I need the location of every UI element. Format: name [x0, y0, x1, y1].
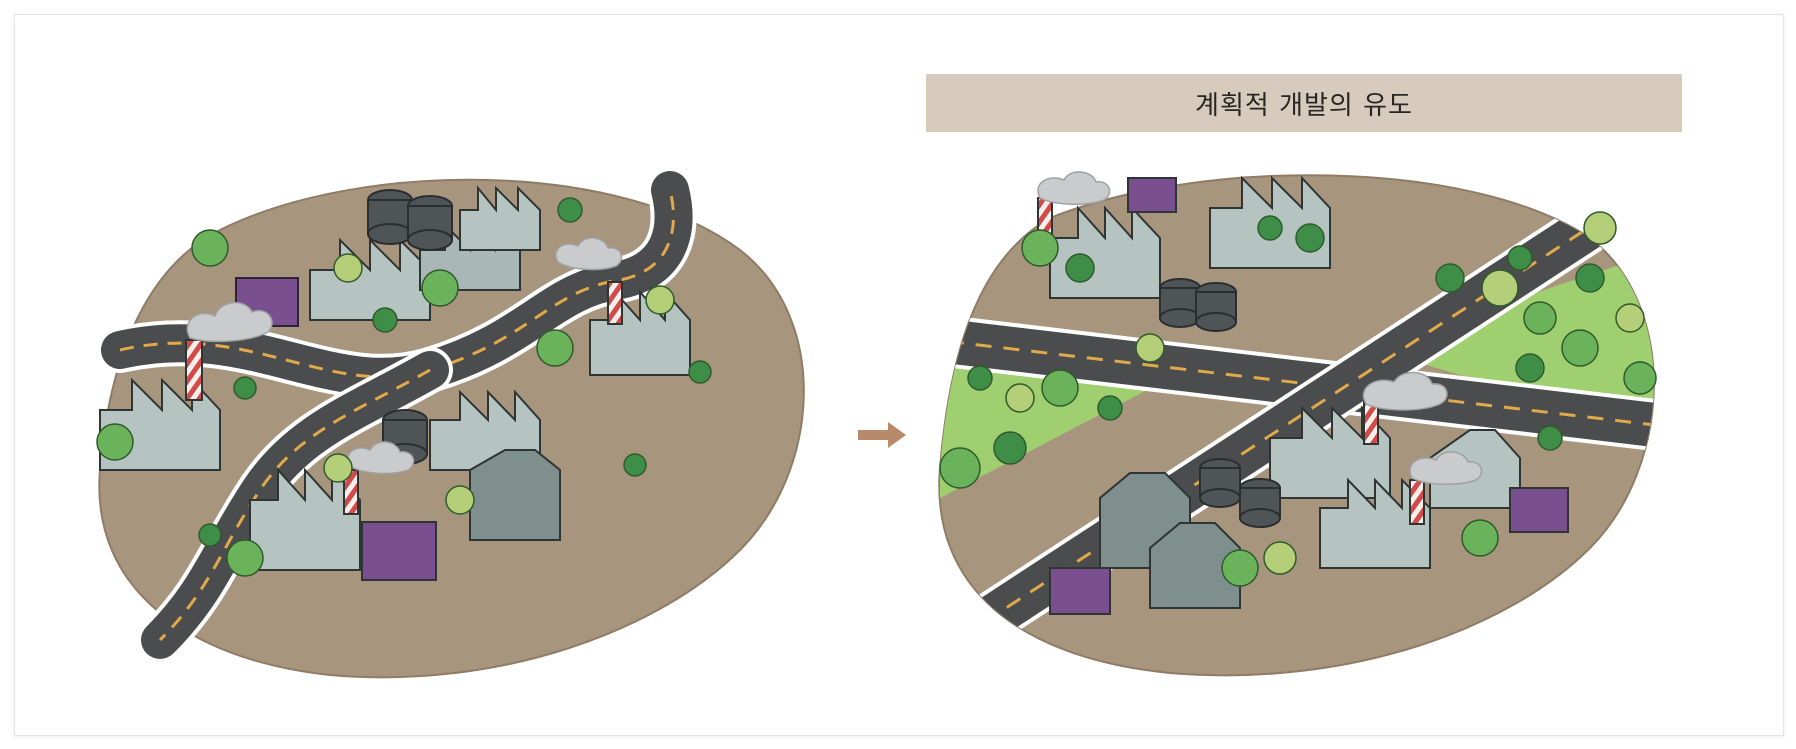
- oil-tanks-top: [1159, 278, 1237, 332]
- green-zone-left: [940, 358, 1170, 498]
- planned-development-illustration: [938, 171, 1657, 677]
- smoke-puffs: [1037, 171, 1483, 486]
- green-zone-right: [1370, 248, 1654, 438]
- oil-tanks-top: [367, 189, 453, 251]
- trees-left: [96, 197, 712, 577]
- factory-cluster-bottom: [249, 389, 561, 581]
- panel-title: 계획적 개발의 유도: [1195, 90, 1413, 121]
- title-banner: 계획적 개발의 유도: [926, 74, 1682, 132]
- oil-tanks-bottom: [1199, 458, 1281, 528]
- right-arrow-icon: [858, 422, 906, 448]
- trees-right: [939, 211, 1657, 587]
- smoke-puffs: [186, 237, 623, 475]
- unplanned-development-illustration: [96, 167, 805, 679]
